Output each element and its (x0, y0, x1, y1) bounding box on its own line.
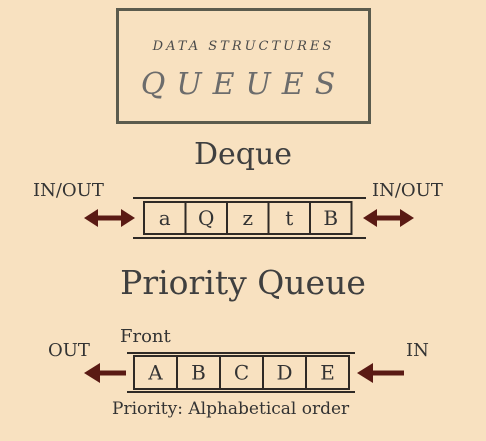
pq-structure: A B C D E (127, 352, 355, 393)
deque-left-arrow (84, 209, 135, 227)
title-subtitle: DATA STRUCTURES (152, 39, 335, 54)
pq-cell-value: D (276, 361, 292, 385)
deque-right-label: IN/OUT (372, 180, 443, 201)
deque-cell-value: Q (198, 206, 214, 230)
pq-in-label: IN (406, 340, 429, 361)
pq-cell-value: B (191, 361, 206, 385)
deque-left-label: IN/OUT (33, 180, 104, 201)
pq-cell-value: A (147, 361, 163, 385)
deque-cell-value: B (323, 206, 338, 230)
pq-out-arrow (84, 363, 126, 383)
deque-cell-value: t (285, 206, 293, 230)
deque-heading: Deque (193, 137, 293, 172)
title-main: QUEUES (140, 67, 347, 102)
pq-out-label: OUT (48, 340, 90, 361)
pq-in-arrow (357, 363, 404, 383)
pq-cell-value: E (320, 361, 335, 385)
deque-cell-value: a (159, 206, 171, 230)
pq-heading: Priority Queue (120, 263, 366, 302)
pq-caption: Priority: Alphabetical order (112, 399, 350, 419)
deque-right-arrow (363, 209, 414, 227)
title-box: DATA STRUCTURES QUEUES (116, 8, 371, 124)
pq-cell-box (305, 355, 350, 390)
pq-cell-value: C (234, 361, 249, 385)
deque-cell-box (309, 201, 353, 235)
pq-front-label: Front (120, 326, 171, 347)
deque-cell-value: z (242, 206, 253, 230)
